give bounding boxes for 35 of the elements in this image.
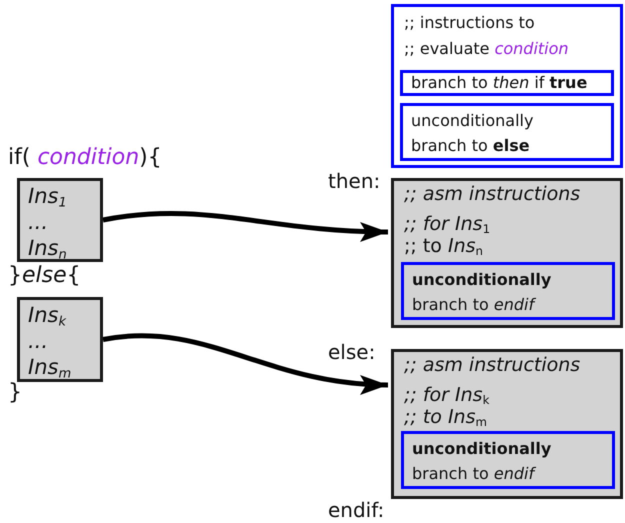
section-label: else: [328, 341, 376, 363]
code-text: ... [28, 209, 50, 235]
code-text: ... [28, 328, 50, 354]
code-text: ;; instructions to [404, 12, 536, 34]
code-text: Ins$_{1}$ [28, 183, 68, 209]
section-label: then: [328, 170, 380, 192]
code-text: ;; to Ins$_{m}$ [404, 406, 488, 428]
arrow [102, 210, 388, 242]
branch-block [391, 4, 623, 168]
code-text: Ins$_{m}$ [28, 354, 72, 380]
code-text: ;; asm instructions [404, 183, 582, 205]
code-text: Ins$_{n}$ [28, 235, 68, 261]
code-text: unconditionally branch to else [411, 110, 534, 157]
code-text: branch to then if true [411, 73, 588, 93]
code-block [391, 349, 623, 499]
branch-instruction-box [400, 103, 614, 161]
code-text: ;; for Ins$_{1}$ [404, 213, 492, 235]
branch-instruction-box [401, 431, 615, 489]
code-label: endif: [328, 499, 384, 521]
code-block [17, 178, 103, 262]
branch-instruction-box [401, 262, 615, 320]
code-text: unconditionally branch to endif [412, 269, 552, 316]
code-text: ;; evaluate condition [404, 38, 570, 60]
code-label: if( condition){ [8, 146, 162, 170]
code-text: unconditionally branch to endif [412, 438, 552, 485]
code-text: ;; for Ins$_{k}$ [404, 384, 490, 406]
branch-instruction-box [400, 70, 614, 96]
code-text: ;; asm instructions [404, 354, 582, 376]
code-block [391, 178, 623, 328]
code-text: Ins$_{k}$ [28, 302, 68, 328]
code-block [17, 297, 103, 382]
code-label: } [8, 381, 22, 406]
code-text: ;; to Ins$_{n}$ [404, 235, 484, 257]
code-label: }else{ [8, 264, 81, 288]
arrow [102, 333, 388, 394]
